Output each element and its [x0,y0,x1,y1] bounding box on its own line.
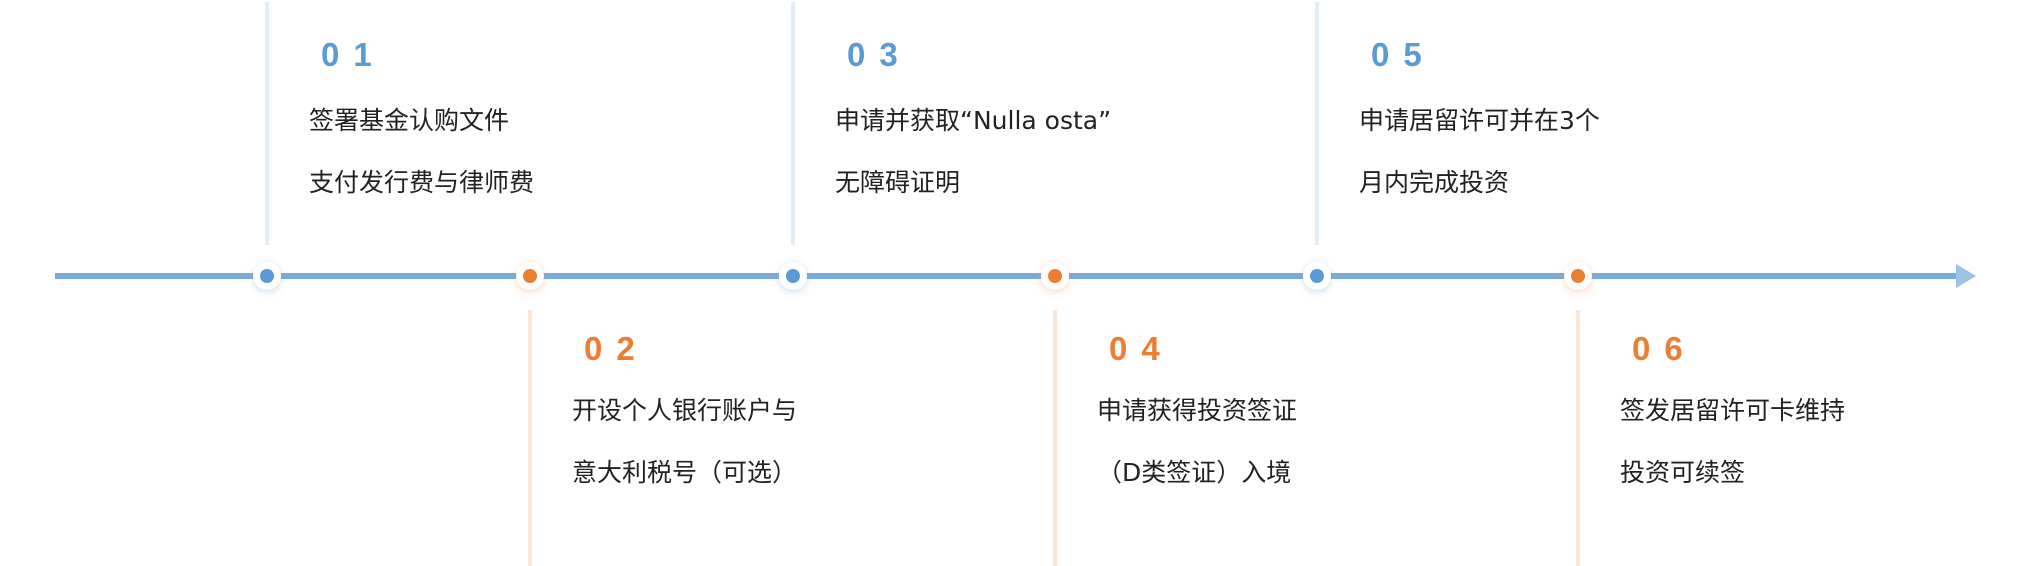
timeline-step-2: 02 开设个人银行账户与意大利税号（可选） [572,330,797,485]
step-description-line: 签发居留许可卡维持 [1620,396,1846,425]
timeline-node-dot [1564,262,1592,290]
step-number: 03 [847,36,912,73]
connector-line [1576,310,1580,566]
step-number: 06 [1632,330,1697,367]
connector-line [1315,2,1319,245]
timeline-step-5: 05 申请居留许可并在3个月内完成投资 [1359,36,1600,195]
step-description-line: 月内完成投资 [1359,168,1510,197]
timeline-step-3: 03 申请并获取“Nulla osta” 无障碍证明 [835,36,1111,195]
connector-line [265,2,269,245]
timeline-node-dot [253,262,281,290]
step-description-line: 申请获得投资签证 [1097,396,1298,425]
timeline-step-1: 01 签署基金认购文件支付发行费与律师费 [309,36,534,195]
timeline-arrow-icon [1956,264,1976,288]
step-description-line: 申请居留许可并在3个 [1359,106,1600,135]
step-number: 01 [321,36,386,73]
step-number: 02 [584,330,649,367]
step-description-line: 支付发行费与律师费 [309,168,535,197]
connector-line [1053,310,1057,566]
timeline-node-dot [779,262,807,290]
step-description-line: 投资可续签 [1620,458,1746,487]
timeline-step-4: 04 申请获得投资签证 （D类签证）入境 [1097,330,1297,485]
timeline-node-dot [516,262,544,290]
step-description-line: 申请并获取“Nulla osta” [835,106,1112,135]
step-description-line: 开设个人银行账户与 [572,396,798,425]
step-description-line: 签署基金认购文件 [309,106,510,135]
step-number: 04 [1109,330,1174,367]
connector-line [791,2,795,245]
timeline-axis [55,273,1960,279]
timeline-step-6: 06 签发居留许可卡维持投资可续签 [1620,330,1845,485]
connector-line [528,310,532,566]
step-description-line: 无障碍证明 [835,168,961,197]
step-description-line: 意大利税号（可选） [572,458,798,487]
step-number: 05 [1371,36,1436,73]
step-description-line: （D类签证）入境 [1097,458,1292,487]
timeline-node-dot [1303,262,1331,290]
timeline-node-dot [1041,262,1069,290]
